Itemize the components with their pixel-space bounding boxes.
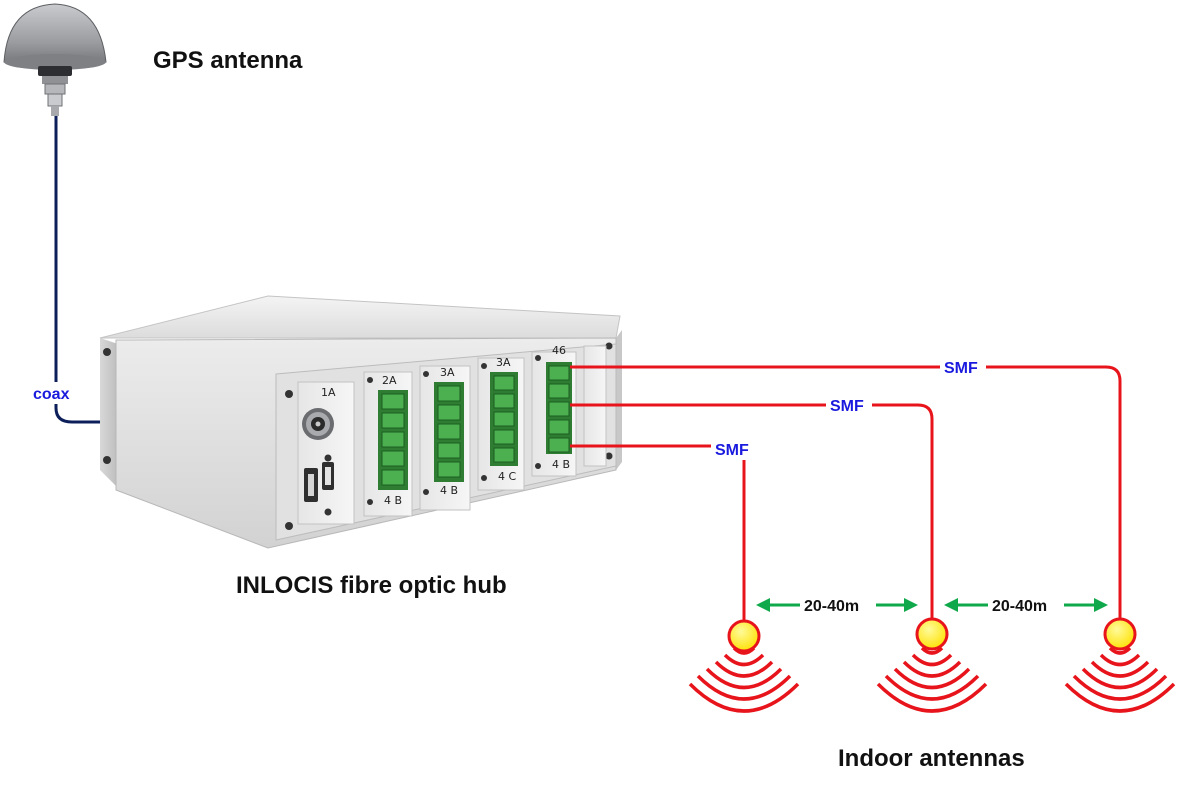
indoor-antennas-label: Indoor antennas	[838, 745, 1025, 772]
module-1-top-label: 1A	[321, 386, 336, 399]
hub-label: INLOCIS fibre optic hub	[236, 572, 507, 599]
smf-label-1-bg	[940, 356, 986, 378]
smf-label-2: SMF	[830, 398, 864, 415]
module-1: 1A	[297, 381, 355, 525]
fibre-optic-hub: 1A 2A 4 B	[99, 295, 622, 549]
coax-label: coax	[33, 386, 70, 403]
module-5: 46 4 B	[531, 344, 577, 477]
module-4-top-label: 3A	[496, 356, 511, 369]
module-2: 2A 4 B	[363, 371, 413, 517]
indoor-antenna-3-icon	[1064, 617, 1176, 713]
smf-label-2-bg	[826, 394, 872, 416]
module-2-top-label: 2A	[382, 374, 397, 387]
module-3-top-label: 3A	[440, 366, 455, 379]
module-4: 3A 4 C	[477, 356, 525, 491]
distance-arrow-1: 20-40m	[756, 594, 918, 616]
coax-label-bg	[31, 382, 83, 404]
module-4-bottom-label: 4 C	[498, 470, 516, 483]
distance-label-2: 20-40m	[992, 598, 1047, 615]
smf-label-1: SMF	[944, 360, 978, 377]
coax-cable	[54, 116, 316, 424]
smf-label-3: SMF	[715, 442, 749, 459]
smf-label-3-bg	[711, 438, 757, 460]
module-5-top-label: 46	[552, 344, 566, 357]
gps-antenna-label: GPS antenna	[153, 47, 303, 74]
gps-antenna-dome-icon	[3, 3, 107, 116]
indoor-antenna-2-icon	[876, 617, 988, 713]
distance-label-1: 20-40m	[804, 598, 859, 615]
smf-cable-2	[570, 403, 934, 622]
module-3-bottom-label: 4 B	[440, 484, 458, 497]
module-2-bottom-label: 4 B	[384, 494, 402, 507]
distance-arrow-2: 20-40m	[944, 594, 1108, 616]
smf-cable-1	[570, 365, 1122, 622]
indoor-antenna-1-icon	[688, 619, 800, 713]
module-5-bottom-label: 4 B	[552, 458, 570, 471]
module-3: 3A 4 B	[419, 365, 471, 511]
